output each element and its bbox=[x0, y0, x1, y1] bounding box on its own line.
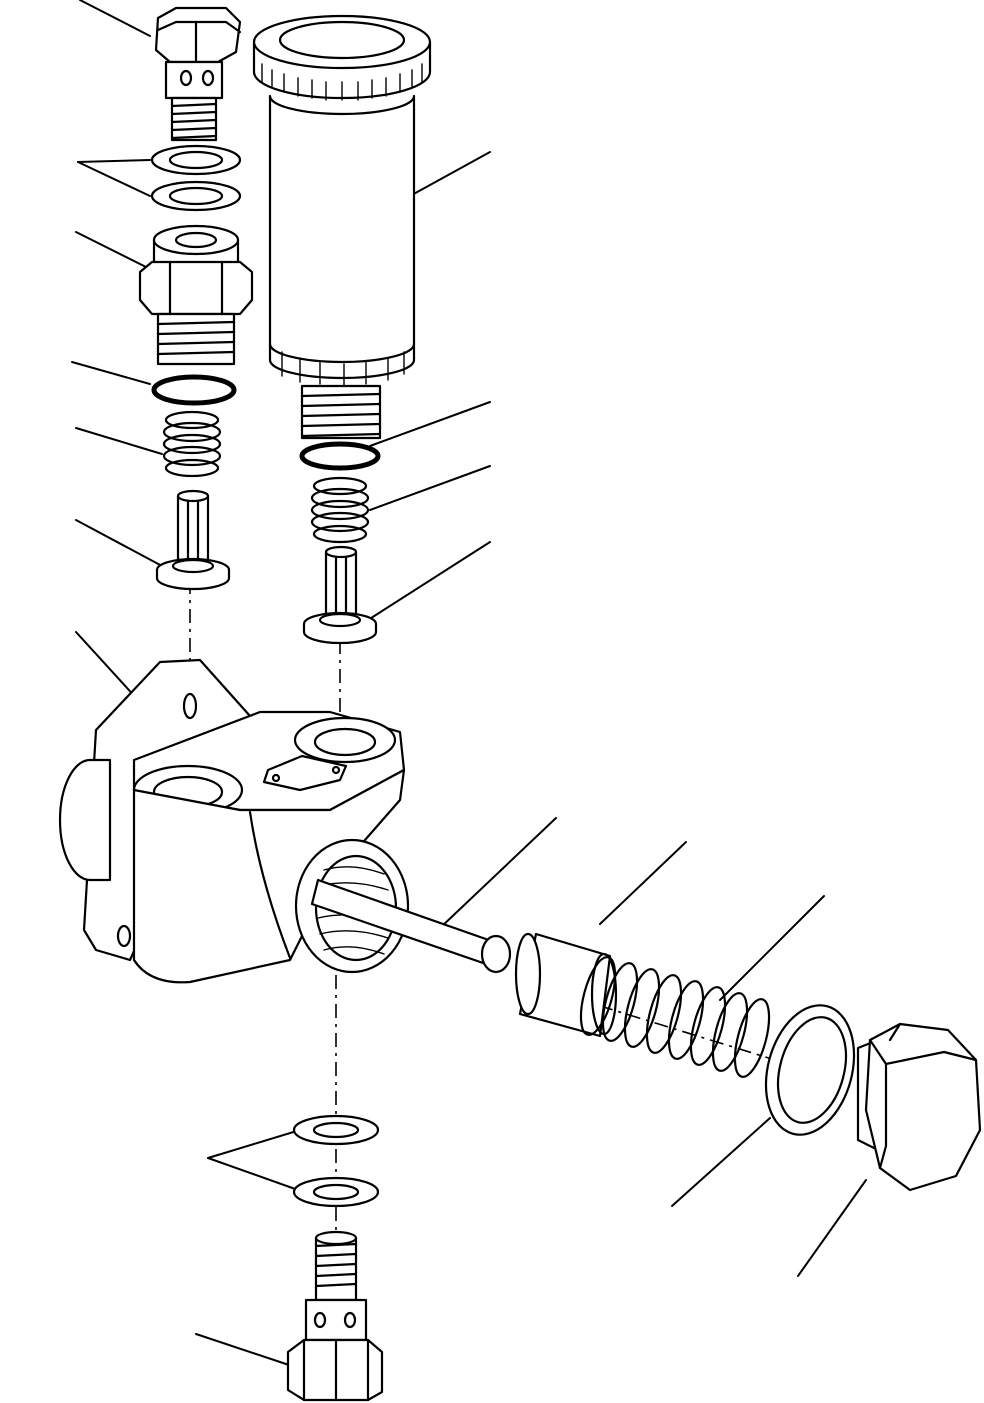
leader-lines bbox=[71, 0, 867, 1367]
banjo-bolt-top bbox=[154, 6, 242, 142]
o-ring-left bbox=[151, 374, 237, 406]
washers-bottom bbox=[292, 1114, 380, 1208]
piston-sleeve bbox=[514, 932, 618, 1038]
piston-spring bbox=[579, 956, 771, 1078]
washers-top bbox=[150, 144, 242, 212]
check-valve-left bbox=[155, 489, 231, 591]
check-valve-right bbox=[302, 545, 378, 645]
priming-cylinder bbox=[252, 14, 432, 440]
pump-housing bbox=[58, 658, 410, 984]
o-ring-right bbox=[299, 441, 381, 471]
banjo-bolt-bottom bbox=[286, 1230, 384, 1402]
piston-rod bbox=[310, 878, 512, 974]
hex-plug bbox=[856, 1022, 982, 1192]
gasket-ring bbox=[764, 1004, 856, 1136]
connector-fitting bbox=[138, 224, 254, 366]
spring-left bbox=[162, 410, 222, 478]
spring-right bbox=[310, 476, 370, 544]
